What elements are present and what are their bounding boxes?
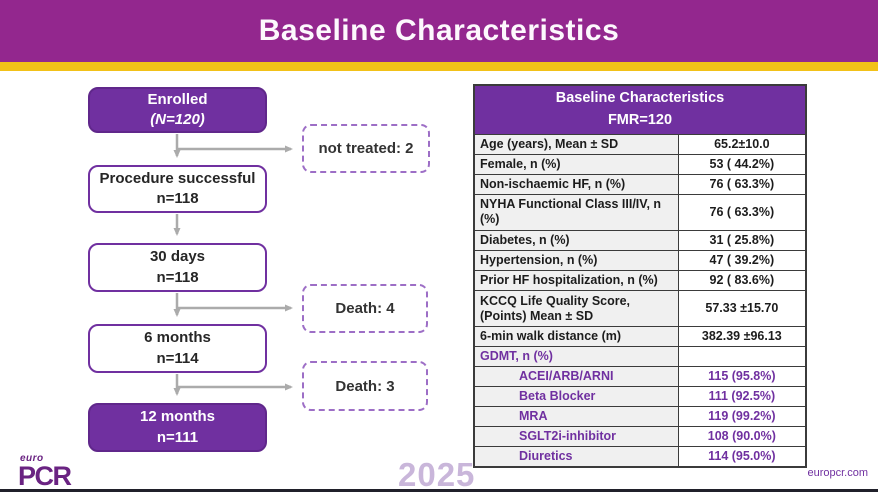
row-value: 76 ( 63.3%) [677,173,807,195]
row-value [677,346,807,368]
table-header-line2: FMR=120 [607,112,673,128]
flow-node-line: n=111 [156,428,199,446]
row-label: Hypertension, n (%) [473,250,679,272]
row-value: 92 ( 83.6%) [677,270,807,291]
row-label: MRA [473,406,679,427]
flow-node-12-months: 12 months n=111 [88,403,267,452]
branch-node-death-after-30-days: Death: 4 [302,284,428,333]
website-url: europcr.com [807,467,868,479]
flow-node-line: Enrolled [147,90,208,108]
table-header-row: Baseline Characteristics FMR=120 [473,84,807,135]
flow-node-30-days: 30 days n=118 [88,243,267,292]
row-value: 111 (92.5%) [677,386,807,408]
row-label: GDMT, n (%) [473,346,679,368]
flow-node-line: 6 months [144,329,211,347]
table-row: GDMT, n (%) [473,346,807,368]
row-value: 53 ( 44.2%) [677,153,807,175]
flow-node-enrolled: Enrolled (N=120) [88,87,267,133]
row-value: 47 ( 39.2%) [677,250,807,272]
row-label: ACEI/ARB/ARNI [473,366,679,388]
table-row: KCCQ Life Quality Score, (Points) Mean ±… [473,289,807,328]
row-label: Female, n (%) [473,153,679,175]
row-value: 108 (90.0%) [677,425,807,447]
row-label: Age (years), Mean ± SD [473,134,679,155]
table-header: Baseline Characteristics FMR=120 [473,84,807,135]
row-value: 115 (95.8%) [677,366,807,388]
branch-node-death-after-6-months: Death: 3 [302,361,428,411]
baseline-table-wrap: Baseline Characteristics FMR=120 Age (ye… [473,84,807,468]
europcr-logo: euro PCR [18,453,72,491]
table-row: Diabetes, n (%)31 ( 25.8%) [473,230,807,252]
row-label: Diuretics [473,445,679,468]
table-row: Prior HF hospitalization, n (%)92 ( 83.6… [473,270,807,291]
row-label: Non-ischaemic HF, n (%) [473,173,679,195]
row-value: 382.39 ±96.13 [677,326,807,348]
row-label: KCCQ Life Quality Score, (Points) Mean ±… [473,289,679,328]
table-row: Female, n (%)53 ( 44.2%) [473,153,807,175]
row-value: 65.2±10.0 [677,134,807,155]
flow-node-line: Procedure successful [99,169,256,187]
flow-node-line: n=114 [156,349,199,367]
table-row: NYHA Functional Class III/IV, n (%)76 ( … [473,193,807,232]
baseline-table: Baseline Characteristics FMR=120 Age (ye… [473,84,807,468]
accent-stripe [0,62,878,71]
row-label: Beta Blocker [473,386,679,408]
row-label: SGLT2i-inhibitor [473,425,679,447]
bottom-divider [0,489,878,492]
row-value: 31 ( 25.8%) [677,230,807,252]
flow-node-line: n=118 [156,268,199,286]
row-label: NYHA Functional Class III/IV, n (%) [473,193,679,232]
row-value: 76 ( 63.3%) [677,193,807,232]
row-label: 6-min walk distance (m) [473,326,679,348]
flow-node-6-months: 6 months n=114 [88,324,267,373]
logo-pcr-text: PCR [18,461,72,491]
row-label: Prior HF hospitalization, n (%) [473,270,679,291]
row-value: 114 (95.0%) [677,445,807,468]
row-value: 119 (99.2%) [677,406,807,427]
row-label: Diabetes, n (%) [473,230,679,252]
table-row: Hypertension, n (%)47 ( 39.2%) [473,250,807,272]
flow-node-line: (N=120) [150,111,205,128]
flow-node-procedure-successful: Procedure successful n=118 [88,165,267,213]
table-row: 6-min walk distance (m)382.39 ±96.13 [473,326,807,348]
logo-euro-text: euro [20,453,44,464]
flow-node-line: n=118 [156,190,199,207]
flow-node-line: 30 days [149,248,206,266]
table-header-line1: Baseline Characteristics [555,90,725,107]
title-bar: Baseline Characteristics [0,0,878,62]
year-watermark: 2025 [398,456,476,493]
flow-node-line: 12 months [139,408,215,426]
row-value: 57.33 ±15.70 [677,289,807,328]
branch-node-not-treated: not treated: 2 [302,124,430,173]
page-title: Baseline Characteristics [258,14,620,47]
table-row: Non-ischaemic HF, n (%)76 ( 63.3%) [473,173,807,195]
